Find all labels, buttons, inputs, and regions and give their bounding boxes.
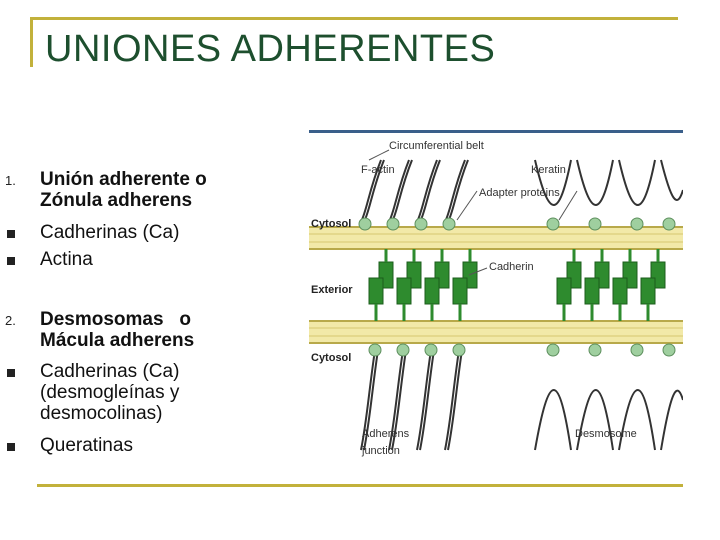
label-adherens: Adherens [362,428,410,440]
list-item-queratinas: Queratinas [40,435,250,456]
label-exterior: Exterior [311,284,353,296]
bullet-square-icon [7,369,15,377]
figure-top-border [309,130,683,133]
junction-diagram-svg: Circumferential belt F-actin Keratin Ada… [309,130,683,460]
slide-title: UNIONES ADHERENTES [45,28,495,71]
label-f-actin: F-actin [361,164,395,176]
bullet-square-icon [7,257,15,265]
list-number-1: 1. [5,173,16,188]
list-item-cadherinas: Cadherinas (Ca) [40,222,250,243]
label-cytosol-bottom: Cytosol [311,352,351,364]
bullet-square-icon [7,230,15,238]
frame-top-line [30,17,678,20]
list-item-cadherinas-desmo: Cadherinas (Ca) (desmogleínas y desmocol… [40,361,220,424]
frame-left-line [30,17,33,67]
label-desmosome: Desmosome [575,428,637,440]
label-cytosol-top: Cytosol [311,218,351,230]
label-keratin: Keratin [531,164,566,176]
membrane-bottom [309,321,683,343]
label-cadherin: Cadherin [489,261,534,273]
label-junction: junction [361,445,400,457]
label-circumferential-belt: Circumferential belt [389,140,484,152]
bottom-line [37,484,683,487]
label-adapter-proteins: Adapter proteins [479,187,560,199]
junction-diagram: Circumferential belt F-actin Keratin Ada… [309,130,683,460]
list-item-union-adherente: Unión adherente o Zónula adherens [40,169,250,211]
keratin-filaments [535,160,683,450]
bullet-square-icon [7,443,15,451]
list-number-2: 2. [5,313,16,328]
list-item-actina: Actina [40,249,250,270]
list-item-desmosomas: Desmosomas o Mácula adherens [40,309,250,351]
